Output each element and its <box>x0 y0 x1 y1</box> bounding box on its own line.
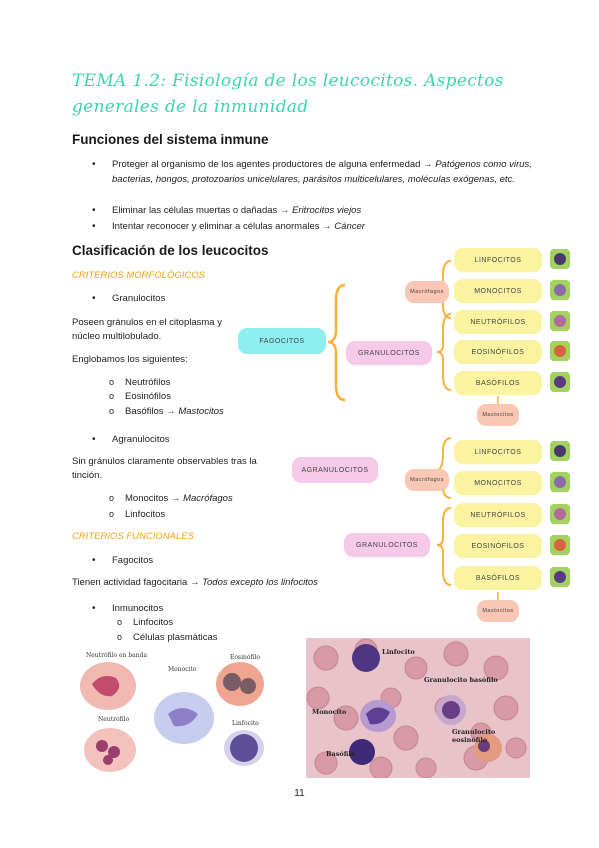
lymphocyte-thumb-icon <box>550 441 570 461</box>
node-macrofagos: Macrófagos <box>405 281 449 303</box>
node-linfocitos: LINFOCITOS <box>454 248 542 272</box>
node-agranulocitos: AGRANULOCITOS <box>292 457 378 483</box>
node-basofilos: BASÓFILOS <box>454 371 542 395</box>
page-number: 11 <box>294 788 305 799</box>
node-linfocitos: LINFOCITOS <box>454 440 542 464</box>
label-neutrofilo-banda: Neutrófilo en banda <box>86 652 148 659</box>
leukocyte-illustration-icon <box>80 662 264 772</box>
label-granulocito-basofilo: Granulocito basófilo <box>424 676 498 684</box>
label-linfocito: Linfocito <box>232 720 259 727</box>
englobamos-text: Englobamos los siguientes: <box>72 354 188 365</box>
node-basofilos: BASÓFILOS <box>454 566 542 590</box>
monocyte-thumb-icon <box>550 280 570 300</box>
list-item: • Proteger al organismo de los agentes p… <box>92 159 532 185</box>
list-item: • Intentar reconocer y eliminar a célula… <box>92 221 365 232</box>
node-monocitos: MONOCITOS <box>454 279 542 303</box>
label-neutrofilo: Neutrófilo <box>98 716 130 723</box>
list-item: •Granulocitos <box>92 293 166 304</box>
figure-blood-smear: Linfocito Granulocito basófilo Monocito … <box>306 638 530 778</box>
node-mastocitos: Mastocitos <box>477 600 519 622</box>
brace-icon <box>436 507 452 586</box>
node-granulocitos: GRANULOCITOS <box>344 533 430 557</box>
monocyte-thumb-icon <box>550 472 570 492</box>
phagocytes-description: Tienen actividad fagocitaria → Todos exc… <box>72 577 318 588</box>
node-granulocitos: GRANULOCITOS <box>346 341 432 365</box>
label-linfocito: Linfocito <box>382 648 415 656</box>
label-granulocito-eosinofilo: Granulocito eosinófilo <box>452 728 496 744</box>
label-monocito: Monocito <box>168 666 197 673</box>
node-eosinofilos: EOSINÓFILOS <box>454 340 542 364</box>
node-macrofagos: Macrófagos <box>405 469 449 491</box>
list-item: •Agranulocitos <box>92 434 170 445</box>
brace-icon <box>327 283 346 402</box>
eosinophil-thumb-icon <box>550 341 570 361</box>
neutrophil-thumb-icon <box>550 311 570 331</box>
node-neutrofilos: NEUTRÓFILOS <box>454 310 542 334</box>
label-eosinofilo: Eosinófilo <box>230 654 260 661</box>
node-neutrofilos: NEUTRÓFILOS <box>454 503 542 527</box>
basophil-thumb-icon <box>550 567 570 587</box>
granulocytes-description: Poseen gránulos en el citoplasma y núcle… <box>72 317 222 342</box>
eosinophil-thumb-icon <box>550 535 570 555</box>
figure-leukocyte-illustrations: Neutrófilo en banda Monocito Eosinófilo … <box>72 648 294 780</box>
agranulocytes-description: Sin gránulos claramente observables tras… <box>72 456 257 481</box>
neutrophil-thumb-icon <box>550 504 570 524</box>
criteria-functional: CRITERIOS FUNCIONALES <box>72 531 194 542</box>
label-basofilo: Basófilo <box>326 750 356 758</box>
page-title: TEMA 1.2: Fisiología de los leucocitos. … <box>72 71 504 117</box>
list-item: •Fagocitos <box>92 555 154 566</box>
basophil-thumb-icon <box>550 372 570 392</box>
node-eosinofilos: EOSINÓFILOS <box>454 534 542 558</box>
brace-icon <box>436 313 452 391</box>
list-item: •Inmunocitos <box>92 603 164 614</box>
node-mastocitos: Mastocitos <box>477 404 519 426</box>
lymphocyte-thumb-icon <box>550 249 570 269</box>
section-heading-classification: Clasificación de los leucocitos <box>72 243 269 258</box>
node-fagocitos: FAGOCITOS <box>238 328 326 354</box>
section-heading-functions: Funciones del sistema inmune <box>72 132 269 147</box>
list-item: • Eliminar las células muertas o dañadas… <box>92 205 362 216</box>
blood-smear-icon <box>306 638 527 778</box>
node-monocitos: MONOCITOS <box>454 471 542 495</box>
criteria-morphological: CRITERIOS MORFOLÓGICOS <box>72 270 206 281</box>
label-monocito: Monocito <box>312 708 347 716</box>
